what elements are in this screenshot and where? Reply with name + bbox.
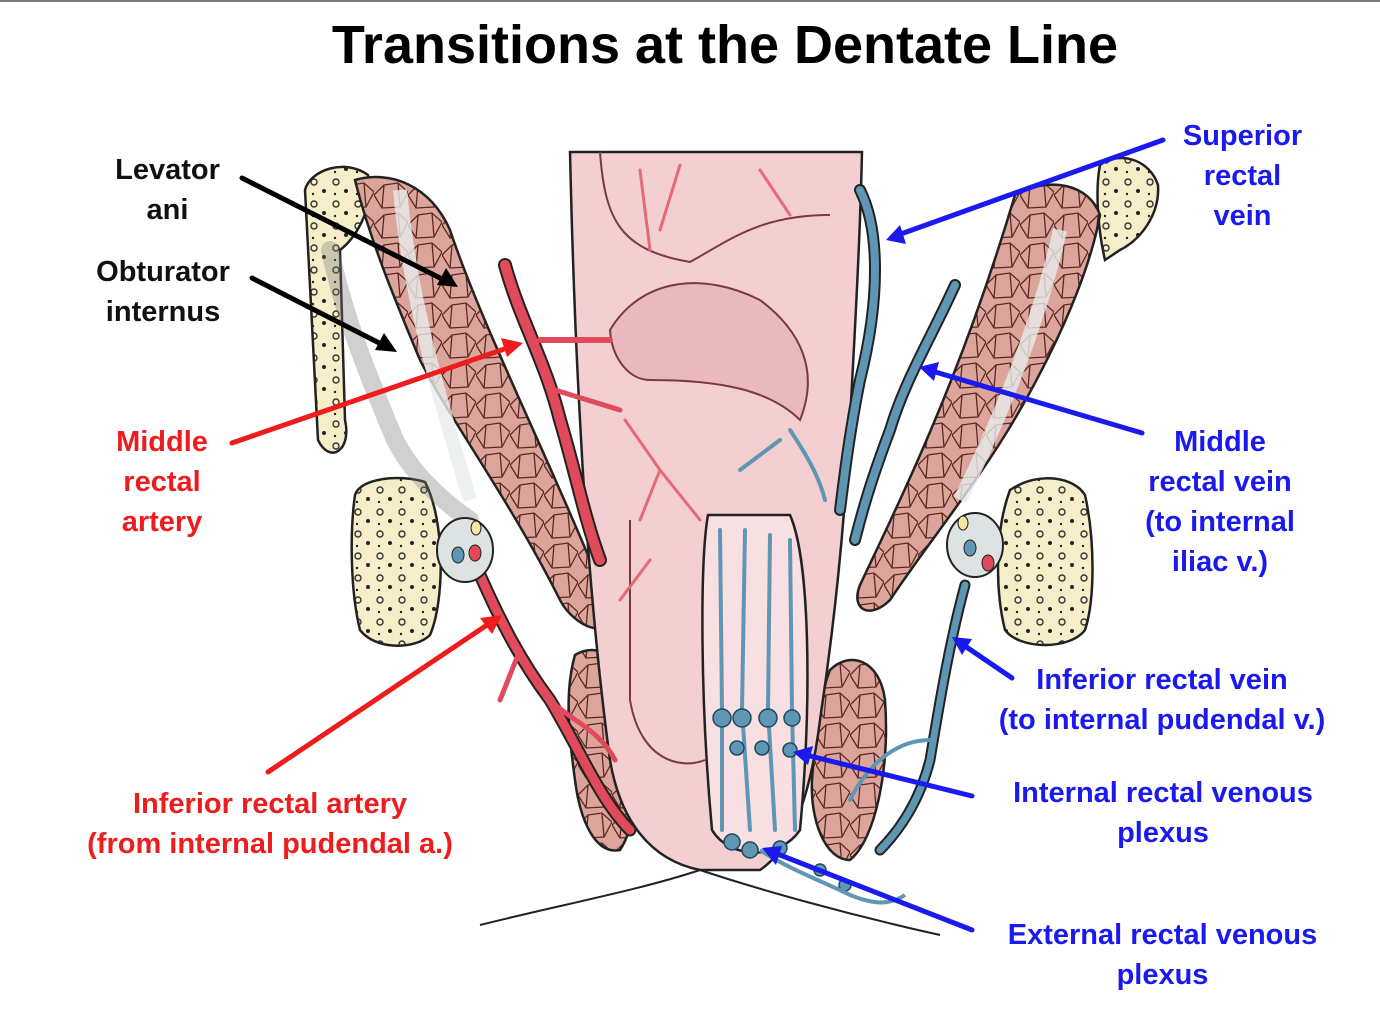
pointer-arrows xyxy=(229,137,1166,933)
top-border xyxy=(0,0,1380,2)
label-inferior-rectal-vein-line2: (to internal pudendal v.) xyxy=(998,704,1326,736)
label-inferior-rectal-artery-line1: Inferior rectal artery xyxy=(132,788,407,820)
label-superior-rectal-vein-line2: rectal xyxy=(1203,160,1282,192)
superior-rectal-vein-arrowhead xyxy=(886,225,906,244)
label-middle-rectal-artery-line1: Middle xyxy=(116,426,208,458)
pudendal-canal-left xyxy=(436,517,494,583)
inferior-rectal-vein-arrowhead xyxy=(952,637,972,655)
internal-plexus-arrow xyxy=(803,752,975,799)
label-inferior-rectal-vein-line1: Inferior rectal vein xyxy=(1036,664,1288,696)
label-levator-ani: Levator ani xyxy=(100,150,235,230)
label-external-rectal-venous-plexus: External rectal venous plexus xyxy=(975,915,1350,995)
inferior-rectal-vein-vessel xyxy=(848,579,971,856)
label-obturator-internus: Obturator internus xyxy=(78,252,248,332)
label-middle-rectal-vein-line4: iliac v.) xyxy=(1171,546,1269,578)
internal-plexus-arrowhead xyxy=(793,746,813,765)
rectal-wall-arteries xyxy=(618,163,792,602)
right-levator-ani-muscle xyxy=(856,183,1102,612)
label-superior-rectal-vein: Superior rectal vein xyxy=(1160,116,1325,236)
inferior-rectal-artery-arrow xyxy=(265,620,493,775)
label-middle-rectal-vein: Middle rectal vein (to internal iliac v.… xyxy=(1125,422,1315,582)
label-inferior-rectal-artery: Inferior rectal artery (from internal pu… xyxy=(40,784,500,864)
label-external-plexus-line1: External rectal venous xyxy=(1007,919,1318,951)
label-middle-rectal-vein-line2: rectal vein xyxy=(1148,466,1292,498)
label-levator-ani-line1: Levator xyxy=(115,154,220,186)
left-pelvic-bone xyxy=(303,165,442,647)
label-internal-plexus-line2: plexus xyxy=(1117,817,1209,849)
internal-rectal-venous-plexus-vessels xyxy=(718,528,797,832)
venous-varices xyxy=(712,708,852,892)
label-inferior-rectal-vein: Inferior rectal vein (to internal pudend… xyxy=(962,660,1362,740)
label-obturator-internus-line2: internus xyxy=(105,296,221,328)
label-obturator-internus-line1: Obturator xyxy=(96,256,230,288)
rectum xyxy=(568,150,864,872)
levator-ani-arrow xyxy=(239,175,451,285)
slide-title: Transitions at the Dentate Line xyxy=(331,15,1119,75)
middle-rectal-artery-arrowhead xyxy=(501,338,523,357)
pudendal-canal-right xyxy=(946,512,1004,578)
label-external-plexus-line2: plexus xyxy=(1116,959,1209,991)
levator-ani-arrowhead xyxy=(437,268,458,287)
middle-rectal-vein-arrow xyxy=(929,368,1145,436)
middle-rectal-artery-vessel xyxy=(498,258,623,567)
label-internal-rectal-venous-plexus: Internal rectal venous plexus xyxy=(978,773,1348,853)
label-middle-rectal-artery-line3: artery xyxy=(121,506,203,538)
label-superior-rectal-vein-line3: vein xyxy=(1213,200,1272,232)
obturator-internus-arrowhead xyxy=(375,333,397,352)
label-levator-ani-line2: ani xyxy=(146,194,189,226)
label-inferior-rectal-artery-line2: (from internal pudendal a.) xyxy=(87,828,453,860)
superior-rectal-vein-vessel xyxy=(738,184,881,516)
external-plexus-arrowhead xyxy=(762,846,782,865)
inferior-rectal-artery-arrowhead xyxy=(480,615,502,634)
label-superior-rectal-vein-line1: Superior xyxy=(1182,120,1303,152)
obturator-internus-arrow xyxy=(249,275,388,349)
superior-rectal-vein-arrow xyxy=(895,137,1166,238)
middle-rectal-vein-arrowhead xyxy=(919,362,939,381)
label-middle-rectal-artery-line2: rectal xyxy=(123,466,201,498)
inferior-rectal-vein-arrow xyxy=(959,641,1015,681)
external-plexus-arrow xyxy=(772,850,975,933)
label-internal-plexus-line1: Internal rectal venous xyxy=(1013,777,1313,809)
middle-rectal-artery-arrow xyxy=(229,344,513,446)
middle-rectal-vein-vessel xyxy=(849,279,961,546)
left-levator-ani-muscle xyxy=(321,175,612,630)
label-middle-rectal-artery: Middle rectal artery xyxy=(92,422,232,542)
label-middle-rectal-vein-line3: (to internal xyxy=(1145,506,1295,538)
external-plexus-vessel xyxy=(758,848,907,905)
label-middle-rectal-vein-line1: Middle xyxy=(1174,426,1266,458)
